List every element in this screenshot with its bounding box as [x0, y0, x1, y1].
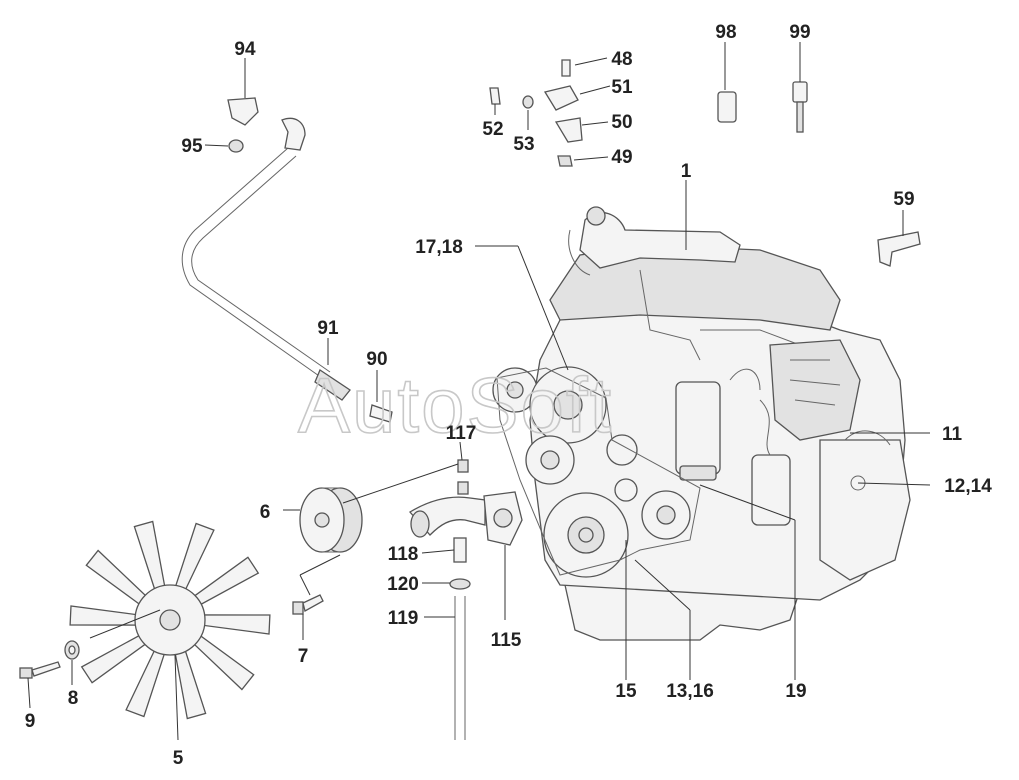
sensor-99 — [792, 81, 808, 133]
cooling-fan — [69, 520, 271, 720]
washer-8 — [64, 640, 80, 660]
callout-91: 91 — [317, 318, 339, 339]
callout-59: 59 — [893, 189, 914, 210]
fan-blade — [133, 520, 166, 593]
fan-blade — [85, 549, 149, 607]
callout-94: 94 — [234, 39, 256, 60]
fan-blade — [200, 614, 271, 635]
fitting-117 — [457, 459, 469, 495]
sensor-98 — [717, 91, 737, 123]
oil-hose-assembly — [181, 97, 351, 401]
callout-15: 15 — [615, 681, 637, 702]
hose-119 — [454, 596, 466, 740]
callout-labels: 94 95 91 90 48 51 52 53 50 49 98 99 1 59… — [25, 22, 992, 769]
callout-117: 117 — [446, 423, 477, 444]
fitting-90 — [369, 404, 393, 423]
callout-17-18: 17,18 — [415, 237, 463, 258]
coolant-elbow-115 — [409, 491, 523, 546]
bolt-9 — [19, 661, 61, 679]
callout-50: 50 — [611, 112, 632, 133]
bracket-assembly-48-53 — [489, 59, 583, 167]
callout-19: 19 — [785, 681, 806, 702]
callout-11: 11 — [942, 424, 963, 445]
fan-blade — [125, 647, 166, 718]
callout-99: 99 — [789, 22, 810, 43]
clamp-120 — [449, 578, 471, 590]
bracket-59 — [877, 231, 921, 267]
callout-90: 90 — [366, 349, 387, 370]
fan-blade — [191, 556, 260, 607]
callout-95: 95 — [181, 136, 203, 157]
callout-8: 8 — [68, 688, 79, 709]
callout-118: 118 — [388, 544, 419, 565]
callout-52: 52 — [482, 119, 503, 140]
watermark-text: AutoSoft — [298, 361, 613, 449]
leader-lines — [27, 42, 931, 741]
fan-blade — [174, 522, 215, 593]
callout-53: 53 — [513, 134, 534, 155]
callout-13-16: 13,16 — [666, 681, 714, 702]
fitting-118 — [453, 537, 467, 563]
callout-51: 51 — [611, 77, 633, 98]
bolt-7 — [292, 594, 324, 615]
callout-6: 6 — [260, 502, 271, 523]
fan-blade — [174, 647, 207, 720]
fan-blade — [80, 633, 149, 684]
fan-blade — [191, 633, 255, 691]
callout-49: 49 — [611, 147, 632, 168]
callout-9: 9 — [25, 711, 36, 732]
callout-119: 119 — [388, 608, 419, 629]
callout-12-14: 12,14 — [944, 476, 992, 497]
callout-120: 120 — [387, 574, 419, 595]
callout-5: 5 — [173, 748, 184, 769]
callout-7: 7 — [298, 646, 309, 667]
callout-48: 48 — [611, 49, 632, 70]
callout-1: 1 — [681, 161, 692, 182]
engine-assembly — [492, 206, 911, 641]
callout-98: 98 — [715, 22, 736, 43]
callout-115: 115 — [491, 630, 522, 651]
fan-spacer-hub — [299, 487, 363, 553]
